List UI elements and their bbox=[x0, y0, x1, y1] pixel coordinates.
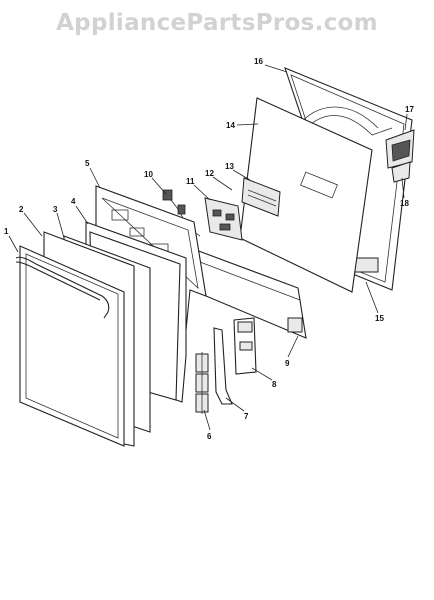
callout-17: 17 bbox=[405, 105, 414, 114]
callout-15: 15 bbox=[375, 314, 384, 323]
callout-10: 10 bbox=[144, 170, 153, 179]
callout-9: 9 bbox=[285, 359, 290, 368]
part-control-module[interactable] bbox=[204, 197, 243, 241]
callout-1: 1 bbox=[4, 227, 9, 236]
callout-labels: 1 2 3 4 5 6 7 8 9 10 11 12 13 14 15 16 1… bbox=[4, 57, 414, 441]
callout-12: 12 bbox=[205, 169, 214, 178]
callout-5: 5 bbox=[85, 159, 90, 168]
part-control-board[interactable] bbox=[241, 177, 281, 217]
part-latch-bracket[interactable] bbox=[385, 129, 415, 183]
callout-8: 8 bbox=[272, 380, 277, 389]
leader-lines bbox=[8, 64, 408, 431]
part-hinge-assembly[interactable] bbox=[195, 352, 209, 414]
part-front-door-panel[interactable] bbox=[15, 245, 125, 447]
callout-2: 2 bbox=[19, 205, 24, 214]
watermark-text: AppliancePartsPros.com bbox=[56, 10, 378, 36]
part-hinge-bracket[interactable] bbox=[233, 317, 257, 375]
callout-18: 18 bbox=[400, 199, 409, 208]
callout-13: 13 bbox=[225, 162, 234, 171]
callout-14: 14 bbox=[226, 121, 235, 130]
callout-16: 16 bbox=[254, 57, 263, 66]
callout-7: 7 bbox=[244, 412, 249, 421]
callout-6: 6 bbox=[207, 432, 212, 441]
callout-3: 3 bbox=[53, 205, 58, 214]
callout-4: 4 bbox=[71, 197, 76, 206]
part-hinge-arm[interactable] bbox=[213, 327, 233, 405]
callout-11: 11 bbox=[186, 177, 195, 186]
